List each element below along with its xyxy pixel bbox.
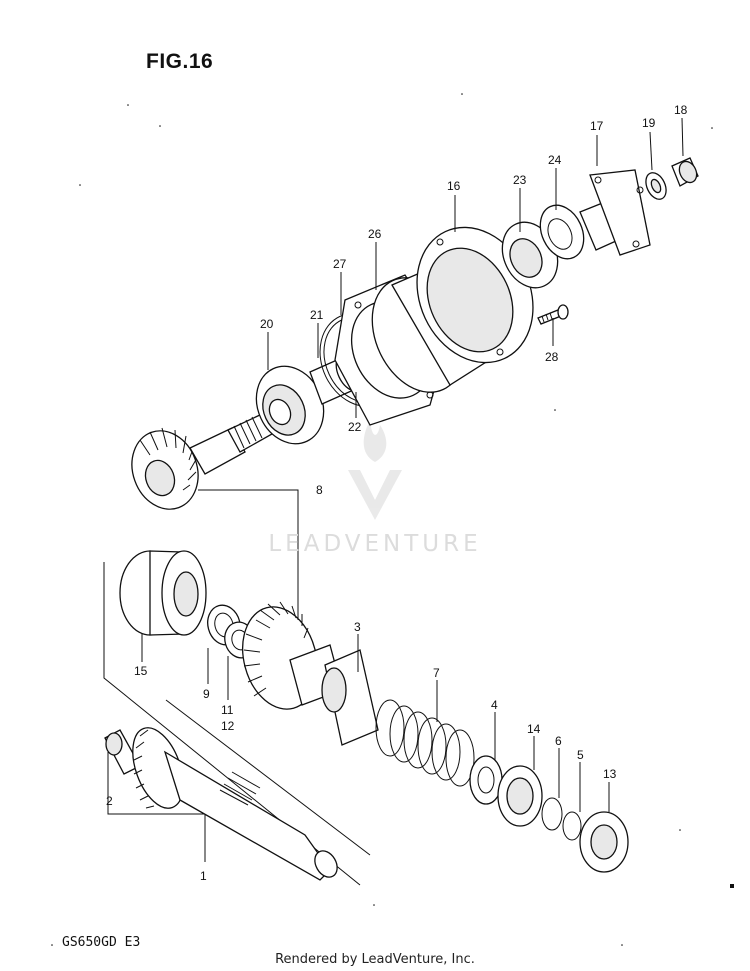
part-24-oil-seal[interactable] [532,198,592,266]
callout-24: 24 [548,153,562,167]
part-4-spring-seat[interactable] [469,755,503,805]
part-13-oil-seal[interactable] [579,811,629,873]
callout-1: 1 [200,869,207,883]
callout-15: 15 [134,664,148,678]
callout-11: 11 [221,703,234,717]
part-20-bearing[interactable] [244,355,336,455]
callout-22: 22 [348,420,362,434]
part-8-bevel-gear[interactable] [232,598,343,717]
callout-3: 3 [354,620,361,634]
callout-2: 2 [106,794,113,808]
part-28-bolt[interactable] [537,304,569,325]
callout-9: 9 [203,687,210,701]
callout-28: 28 [545,350,559,364]
callout-12: 12 [221,719,235,733]
callout-5: 5 [577,748,584,762]
part-6-circlip[interactable] [541,797,563,831]
callout-14: 14 [527,722,541,736]
callout-8: 8 [316,483,323,497]
callout-17: 17 [590,119,604,133]
watermark-logo [348,420,402,520]
footer-credit: Rendered by LeadVenture, Inc. [275,952,475,967]
part-1-driven-shaft[interactable] [123,721,342,881]
watermark-text: LEADVENTURE [268,531,482,557]
callout-20: 20 [260,317,274,331]
part-15-bearing[interactable] [119,550,207,636]
callout-4: 4 [491,698,498,712]
part-3-cam-dog[interactable] [321,649,379,746]
bracket-15 [103,562,361,886]
callout-16: 16 [447,179,461,193]
part-17-coupling[interactable] [579,169,651,256]
callout-7: 7 [433,666,440,680]
part-14-bearing[interactable] [497,765,543,827]
callout-18: 18 [674,103,688,117]
callout-19: 19 [642,116,656,130]
model-code: GS650GD E3 [62,935,141,950]
bracket-1-2 [107,752,206,862]
part-19-washer[interactable] [642,170,670,203]
callout-27: 27 [333,257,347,271]
scan-specks [51,93,734,946]
callout-6: 6 [555,734,562,748]
part-8-bevel-pinion[interactable] [121,413,273,519]
part-5-ring[interactable] [562,811,582,841]
callout-13: 13 [603,767,617,781]
figure-title: FIG.16 [146,50,214,73]
part-7-spring[interactable] [375,699,475,787]
callout-23: 23 [513,173,527,187]
callout-26: 26 [368,227,382,241]
leader-lines [141,117,684,812]
bracket-12-line [165,699,371,856]
part-18-nut[interactable] [671,157,700,187]
callout-21: 21 [310,308,324,322]
